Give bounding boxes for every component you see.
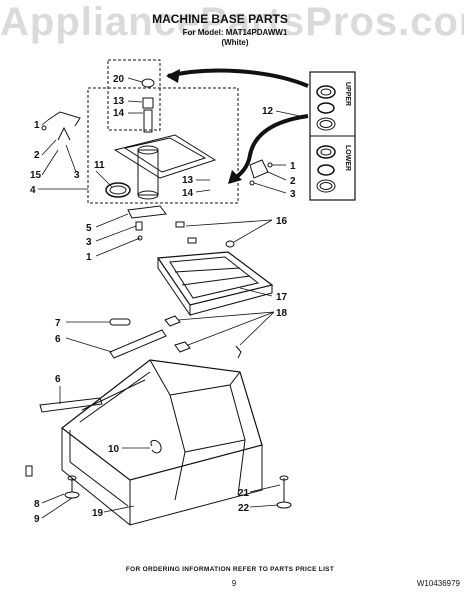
lower-label: LOWER xyxy=(344,145,351,171)
callout-8: 8 xyxy=(34,499,40,510)
callout-6: 6 xyxy=(55,334,61,345)
callout-18: 18 xyxy=(276,308,288,319)
transmission-hub xyxy=(113,78,217,200)
ordering-note: FOR ORDERING INFORMATION REFER TO PARTS … xyxy=(125,566,335,573)
leader-lines xyxy=(38,77,301,519)
callout-12: 12 xyxy=(262,106,274,117)
clips-18 xyxy=(164,315,242,359)
callout-3: 3 xyxy=(290,189,296,200)
left-bracket-spring xyxy=(41,111,81,141)
lower-bearing-set xyxy=(316,145,336,193)
callout-14: 14 xyxy=(113,108,125,119)
tub-support-frame xyxy=(156,251,274,317)
upper-label: UPPER xyxy=(344,82,351,106)
callout-21: 21 xyxy=(238,488,250,499)
callout-13: 13 xyxy=(113,96,125,107)
frame-clips xyxy=(175,221,235,248)
callout-1: 1 xyxy=(86,252,92,263)
model-line: For Model: MAT14PDAWW1 xyxy=(182,28,288,37)
arrow-upper-bearing xyxy=(167,68,309,88)
model-subtitle: For Model: MAT14PDAWW1 (White) xyxy=(160,28,310,48)
left-foot xyxy=(25,465,80,499)
callout-9: 9 xyxy=(34,514,40,525)
upper-bearing-set xyxy=(316,85,336,131)
callout-7: 7 xyxy=(55,318,61,329)
callout-2: 2 xyxy=(290,176,296,187)
side-bracket-6-lower xyxy=(39,397,103,413)
callout-13: 13 xyxy=(182,175,194,186)
callout-19: 19 xyxy=(92,508,104,519)
callout-6: 6 xyxy=(55,374,61,385)
callout-14: 14 xyxy=(182,188,194,199)
callout-2: 2 xyxy=(34,150,40,161)
drive-ring xyxy=(105,182,131,198)
document-number: W10436979 xyxy=(416,579,460,588)
watermark: AppliancePartsPros.com xyxy=(0,0,464,44)
wire-clip-10 xyxy=(150,439,162,454)
callout-5: 5 xyxy=(86,223,92,234)
right-foot xyxy=(276,475,292,509)
callout-10: 10 xyxy=(108,444,120,455)
color-line: (White) xyxy=(221,38,249,47)
callout-3: 3 xyxy=(86,237,92,248)
callout-16: 16 xyxy=(276,216,288,227)
callout-4: 4 xyxy=(30,185,36,196)
arrow-lower-bearing xyxy=(230,114,309,182)
callout-1: 1 xyxy=(290,161,296,172)
callout-11: 11 xyxy=(94,160,105,171)
spring-7 xyxy=(109,318,131,326)
callout-20: 20 xyxy=(113,74,125,85)
callout-3: 3 xyxy=(74,170,80,181)
callout-15: 15 xyxy=(30,170,42,181)
machine-base xyxy=(61,359,263,526)
side-bracket-6-upper xyxy=(109,329,167,359)
inset-box-main xyxy=(87,87,239,204)
lower-bracket xyxy=(127,205,167,241)
callout-17: 17 xyxy=(276,292,288,303)
callout-22: 22 xyxy=(238,503,250,514)
callout-1: 1 xyxy=(34,120,40,131)
page-number: 9 xyxy=(231,579,237,588)
inset-box-top xyxy=(107,59,161,131)
page-title: MACHINE BASE PARTS xyxy=(152,12,288,26)
